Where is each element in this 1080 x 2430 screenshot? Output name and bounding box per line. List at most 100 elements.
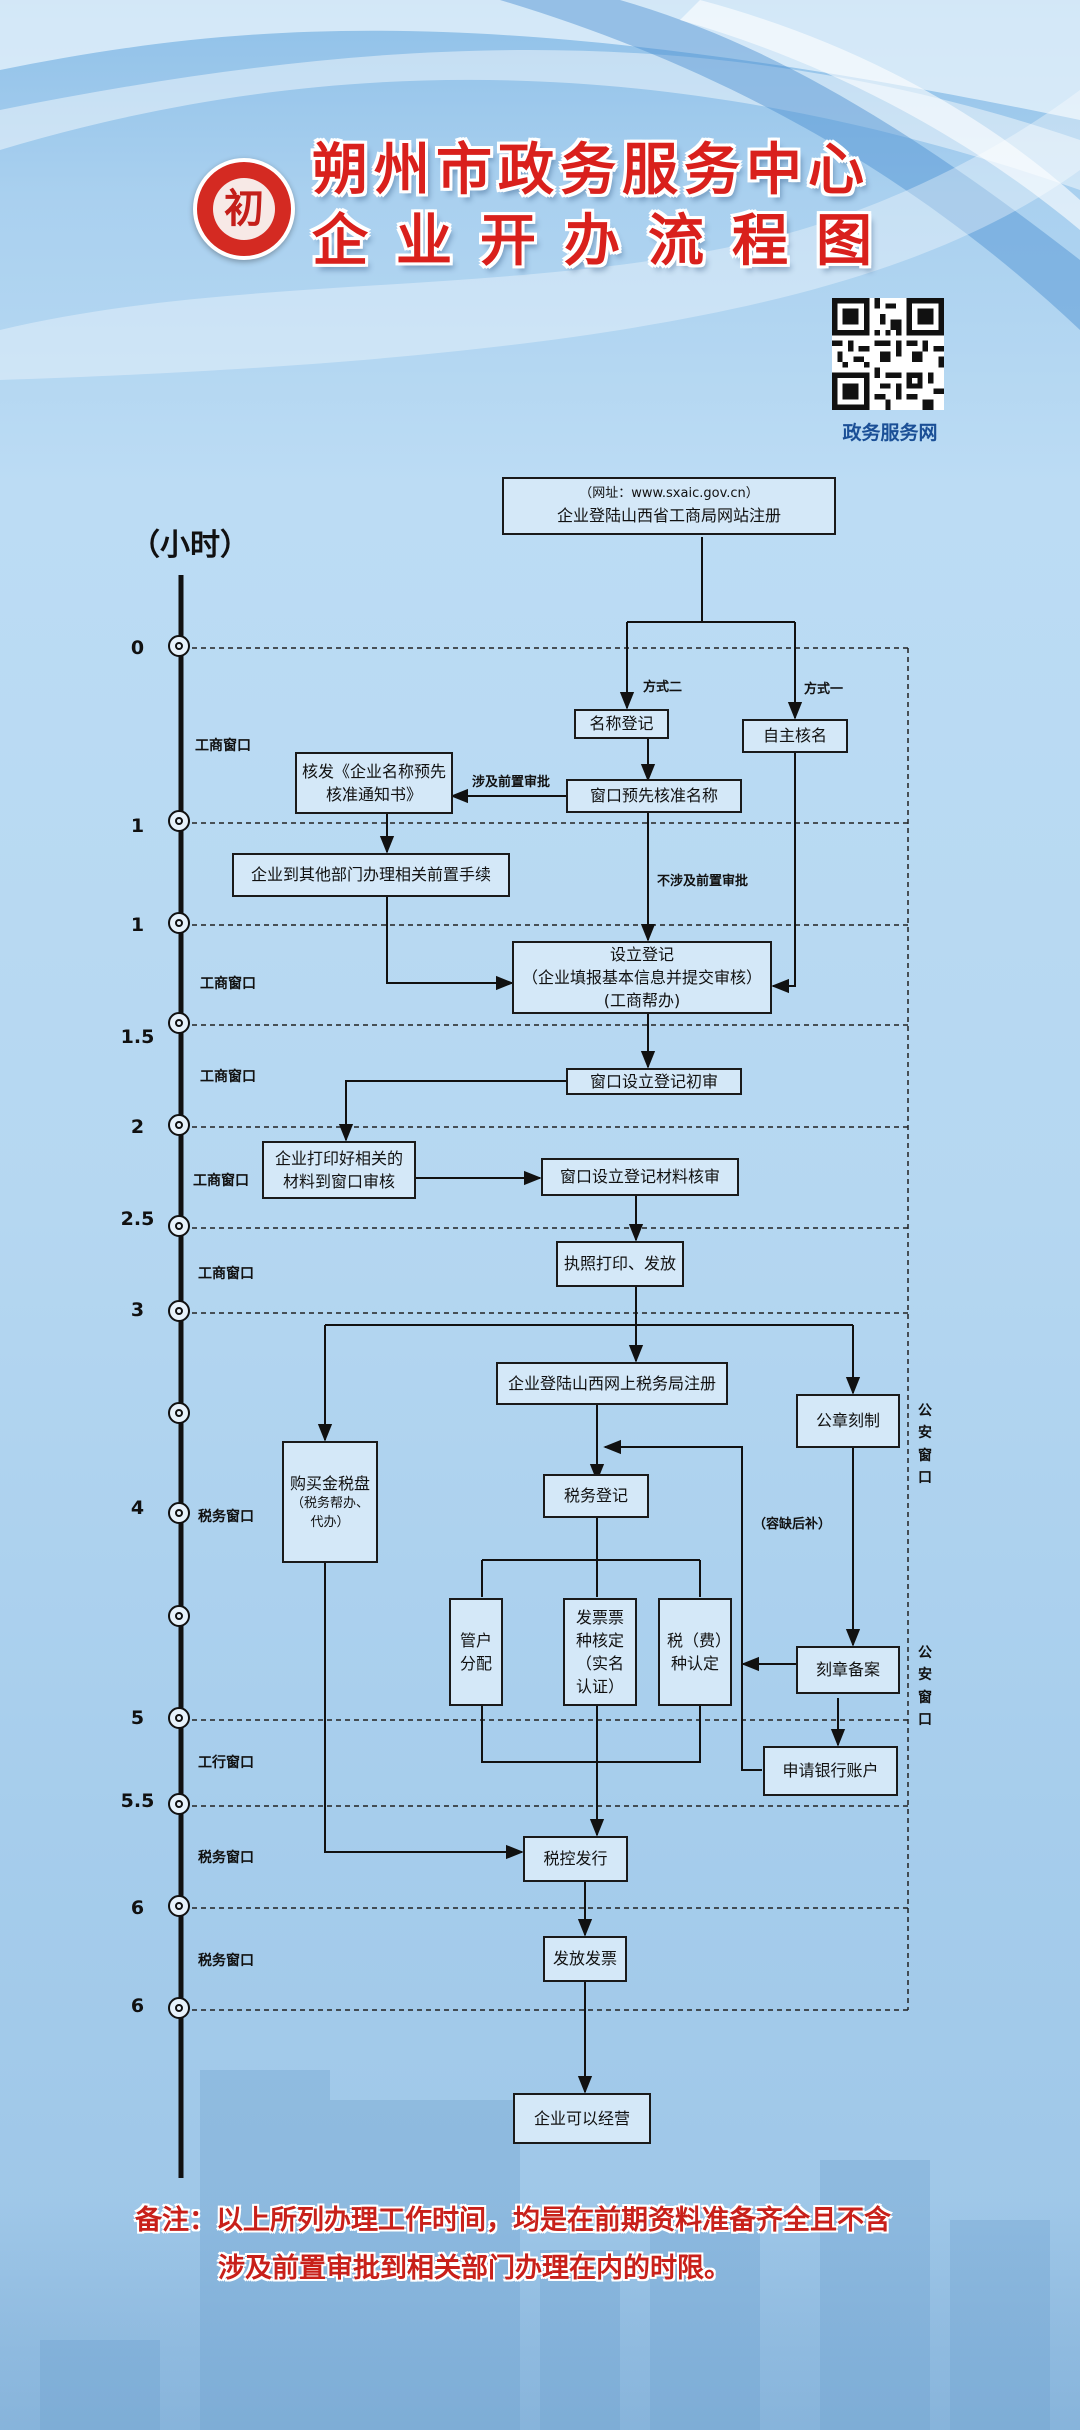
header-swoosh-decoration <box>0 0 1080 380</box>
window-label: 工商窗口 <box>200 976 256 992</box>
timeline-node <box>168 1502 190 1524</box>
timeline-node <box>168 810 190 832</box>
edge-label-way2: 方式二 <box>643 680 683 695</box>
name-register-label: 名称登记 <box>589 714 654 734</box>
seal-record-label: 刻章备案 <box>815 1660 880 1680</box>
timeline-node <box>168 1012 190 1034</box>
timeline-node <box>168 1793 190 1815</box>
tax-type-label: 税（费）种认定 <box>666 1630 723 1673</box>
invoice-issue-box: 发放发票 <box>543 1936 627 1982</box>
window-label-vertical: 公安窗口 <box>918 1403 932 1487</box>
seal-carve-box: 公章刻制 <box>796 1394 900 1448</box>
timeline-node <box>168 635 190 657</box>
invoice-type-box: 发票票种核定（实名认证） <box>563 1598 637 1706</box>
window-label: 工商窗口 <box>198 1266 254 1282</box>
tax-online-register-box: 企业登陆山西网上税务局注册 <box>496 1362 728 1405</box>
building-shape <box>200 2070 330 2430</box>
timeline-tick-label: 4 <box>130 1497 145 1519</box>
timeline-tick-label: 5 <box>130 1707 145 1729</box>
page-title-line2: 企业开办流程图 <box>312 209 900 274</box>
website-register-box: （网址：www.sxaic.gov.cn） 企业登陆山西省工商局网站注册 <box>502 477 836 535</box>
timeline-tick-label: 3 <box>130 1299 145 1321</box>
setup-register-box: 设立登记 （企业填报基本信息并提交审核） (工商帮办) <box>512 941 772 1014</box>
building-shape <box>650 2220 760 2430</box>
seal-record-box: 刻章备案 <box>796 1646 900 1694</box>
buy-tax-disk-box: 购买金税盘 （税务帮办、代办） <box>282 1441 378 1563</box>
window-label: 工商窗口 <box>195 738 251 754</box>
invoice-type-label: 发票票种核定（实名认证） <box>575 1607 624 1697</box>
tax-register-label: 税务登记 <box>563 1486 628 1506</box>
buy-tax-disk-label: 购买金税盘 <box>289 1473 370 1493</box>
window-label: 工商窗口 <box>193 1173 249 1189</box>
tax-online-register-label: 企业登陆山西网上税务局注册 <box>507 1373 716 1393</box>
pre-approve-name-label: 窗口预先核准名称 <box>589 786 718 806</box>
window-label: 税务窗口 <box>198 1953 254 1969</box>
bank-account-box: 申请银行账户 <box>763 1746 898 1796</box>
pre-approve-name-box: 窗口预先核准名称 <box>566 779 742 813</box>
building-shape <box>950 2220 1050 2430</box>
initial-review-label: 窗口设立登记初审 <box>589 1071 718 1091</box>
material-review-label: 窗口设立登记材料核审 <box>559 1167 720 1187</box>
other-dept-label: 企业到其他部门办理相关前置手续 <box>250 865 491 885</box>
tax-control-issue-box: 税控发行 <box>523 1836 628 1882</box>
window-label: 税务窗口 <box>198 1509 254 1525</box>
name-notice-label: 核发《企业名称预先核准通知书》 <box>301 761 446 804</box>
name-notice-box: 核发《企业名称预先核准通知书》 <box>295 752 453 814</box>
timeline-tick-label: 0 <box>130 637 145 659</box>
timeline-tick-label: 2.5 <box>120 1208 155 1230</box>
other-dept-box: 企业到其他部门办理相关前置手续 <box>232 853 510 897</box>
timeline-node <box>168 1895 190 1917</box>
tax-control-issue-label: 税控发行 <box>543 1849 608 1869</box>
setup-register-title: 设立登记 <box>609 944 674 964</box>
timeline-tick-label: 1.5 <box>120 1026 155 1048</box>
city-skyline-decoration <box>0 2200 1080 2430</box>
website-register-label: 企业登陆山西省工商局网站注册 <box>556 505 781 525</box>
manage-alloc-box: 管户分配 <box>449 1598 503 1706</box>
qr-caption: 政务服务网 <box>842 422 938 444</box>
building-shape <box>540 2250 620 2430</box>
edge-label-way1: 方式一 <box>804 682 844 697</box>
qr-code[interactable] <box>832 298 944 410</box>
website-url: （网址：www.sxaic.gov.cn） <box>579 485 759 501</box>
timeline-node <box>168 1707 190 1729</box>
building-shape <box>330 2100 520 2430</box>
timeline-tick-label: 5.5 <box>120 1790 155 1812</box>
self-name-box: 自主核名 <box>742 719 848 753</box>
timeline-tick-label: 2 <box>130 1116 145 1138</box>
time-unit-label: （小时） <box>130 528 250 563</box>
page-title-line1: 朔州市政务服务中心 <box>312 138 870 203</box>
edge-label-involve-pre: 涉及前置审批 <box>472 775 551 790</box>
window-label: 工行窗口 <box>198 1755 254 1771</box>
edge-label-tolerance: （容缺后补） <box>753 1517 832 1532</box>
building-shape <box>820 2160 930 2430</box>
government-logo: 初 <box>193 158 295 260</box>
material-review-box: 窗口设立登记材料核审 <box>541 1158 739 1196</box>
timeline-node <box>168 1402 190 1424</box>
license-print-box: 执照打印、发放 <box>556 1241 684 1287</box>
window-label-vertical: 公安窗口 <box>918 1645 932 1729</box>
setup-register-desc: （企业填报基本信息并提交审核） <box>521 967 762 987</box>
remark-line1: 备注：以上所列办理工作时间，均是在前期资料准备齐全且不含 <box>135 2205 891 2236</box>
print-material-box: 企业打印好相关的材料到窗口审核 <box>262 1141 416 1199</box>
timeline-node <box>168 912 190 934</box>
timeline-node <box>168 1300 190 1322</box>
self-name-label: 自主核名 <box>762 726 827 746</box>
manage-alloc-label: 管户分配 <box>459 1630 492 1673</box>
can-operate-box: 企业可以经营 <box>513 2093 651 2144</box>
timeline-tick-label: 6 <box>130 1897 145 1919</box>
timeline-tick-label: 1 <box>130 815 145 837</box>
tax-register-box: 税务登记 <box>543 1474 649 1518</box>
can-operate-label: 企业可以经营 <box>533 2108 630 2128</box>
timeline-tick-label: 1 <box>130 914 145 936</box>
window-label: 税务窗口 <box>198 1850 254 1866</box>
setup-register-help: (工商帮办) <box>603 991 681 1011</box>
tax-type-box: 税（费）种认定 <box>658 1598 732 1706</box>
edge-label-no-involve-pre: 不涉及前置审批 <box>657 874 749 889</box>
print-material-label: 企业打印好相关的材料到窗口审核 <box>274 1148 403 1191</box>
building-shape <box>40 2340 160 2430</box>
initial-review-box: 窗口设立登记初审 <box>566 1068 742 1095</box>
timeline-node <box>168 1114 190 1136</box>
name-register-box: 名称登记 <box>574 709 669 739</box>
logo-char: 初 <box>213 178 275 240</box>
